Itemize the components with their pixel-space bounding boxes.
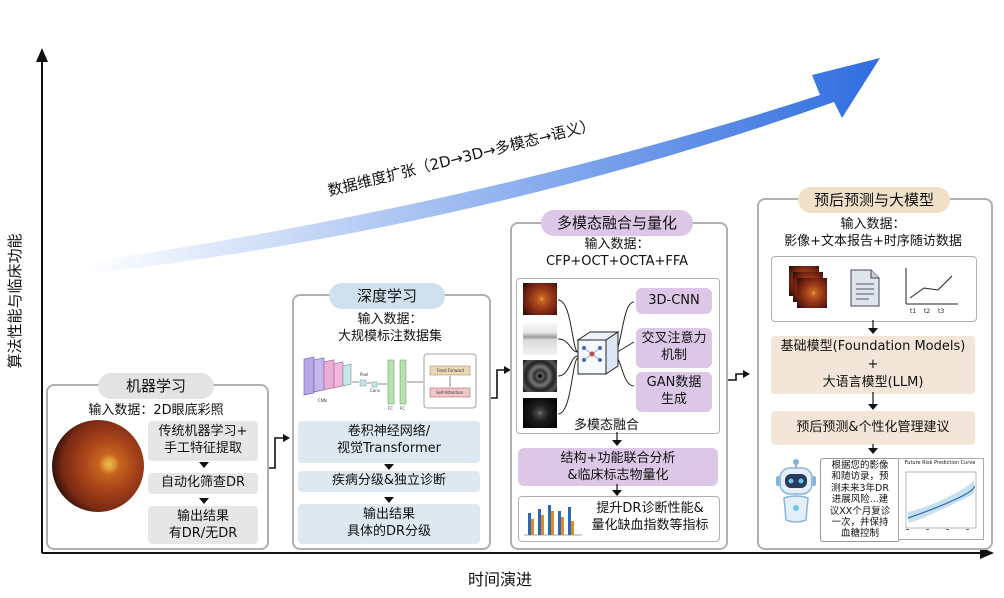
cnn-layers <box>303 356 352 396</box>
cfp-image <box>523 283 557 315</box>
network-architecture-diagram: CNN Pool Conv FC FC Feed Forward Self-At… <box>303 353 477 411</box>
stage-3-step-structure-function: 结构+功能联合分析 &临床标志物量化 <box>518 448 718 486</box>
risk-curve-title: Future Risk Prediction Curve <box>904 460 976 466</box>
ffa-image <box>523 398 557 428</box>
y-axis-arrowhead <box>36 48 48 62</box>
stage-2-step-output: 输出结果 具体的DR分级 <box>298 504 480 544</box>
arch-label-fc-2: FC <box>400 406 405 411</box>
stage-4-title: 预后预测与大模型 <box>798 187 950 213</box>
tick-t3: t3 <box>938 308 944 315</box>
method-gan-generation: GAN数据 生成 <box>636 372 712 412</box>
input-data-panel <box>771 256 977 322</box>
connector-3-4 <box>724 373 744 381</box>
stage-1-step-output: 输出结果 有DR/无DR <box>148 506 258 544</box>
timeseries-icon: t1 t2 t3 <box>905 268 958 315</box>
trend-arrow <box>88 58 880 274</box>
octa-image <box>523 360 557 392</box>
method-3d-cnn: 3D-CNN <box>636 288 712 314</box>
stage-1-title: 机器学习 <box>98 373 214 399</box>
bot-message-bubble: 根据您的影像 和随访录，预 测未来3年DR 进展风险...建 议XX个月复诊 一… <box>820 458 900 542</box>
stage-3-flow-arrows <box>612 432 622 496</box>
fusion-cube-icon <box>576 331 620 375</box>
stage-2-title: 深度学习 <box>329 283 445 309</box>
stage-2-flow-arrows <box>384 464 394 503</box>
fusion-label: 多模态融合 <box>574 418 640 433</box>
arch-label-conv: Conv <box>370 388 381 393</box>
stage-4-input: 输入数据： 影像+文本报告+时序随访数据 <box>784 217 962 249</box>
arch-label-fc-1: FC <box>388 406 393 411</box>
x-axis-label: 时间演进 <box>467 570 532 589</box>
stage-2-step-grading: 疾病分级&独立诊断 <box>298 471 480 492</box>
stage-3-title: 多模态融合与量化 <box>541 210 693 236</box>
stage-4-flow-arrows <box>868 320 878 454</box>
text-report-icon <box>850 269 880 307</box>
robot-assistant-icon <box>776 459 816 523</box>
stage-3-input: 输入数据： CFP+OCT+OCTA+FFA <box>545 237 689 269</box>
stage-2-step-cnn-transformer: 卷积神经网络/ 视觉Transformer <box>298 421 480 463</box>
connector-2-3 <box>487 369 505 399</box>
arch-label-pool: Pool <box>360 372 368 377</box>
risk-curve-chart <box>905 471 977 530</box>
arch-label-cnn: CNN <box>318 398 327 403</box>
x-axis-arrowhead <box>980 547 994 559</box>
stage-3-step-output: 提升DR诊断性能& 量化缺血指数等指标 <box>591 501 709 533</box>
stage-1-flow-arrows <box>199 462 209 504</box>
stage-2-input: 输入数据： 大规模标注数据集 <box>337 312 442 344</box>
fusion-panel <box>516 278 720 434</box>
oct-image <box>523 323 557 355</box>
tick-t2: t2 <box>924 308 930 315</box>
stage-1-step-traditional-ml: 传统机器学习+ 手工特征提取 <box>148 421 258 461</box>
stage-1-step-auto-screening: 自动化筛查DR <box>148 473 258 494</box>
fundus-photo-stage-1 <box>52 420 144 512</box>
connector-1-2 <box>265 437 284 469</box>
fusion-network-graphic <box>557 299 635 415</box>
stage-3-output-panel <box>518 496 720 542</box>
arch-label-feed-forward: Feed Forward <box>437 368 464 373</box>
stage-1-input: 输入数据：2D眼底彩照 <box>88 403 224 418</box>
tick-t1: t1 <box>910 308 916 315</box>
method-cross-attention: 交叉注意力 机制 <box>636 328 712 368</box>
arch-label-self-attention: Self-Attention <box>436 390 464 395</box>
prognosis-advice-box: 预后预测&个性化管理建议 <box>771 411 975 445</box>
bar-chart-thumbnail <box>524 505 582 536</box>
foundation-llm-box: 基础模型(Foundation Models) + 大语言模型(LLM) <box>771 336 975 394</box>
risk-curve-panel <box>898 458 984 540</box>
